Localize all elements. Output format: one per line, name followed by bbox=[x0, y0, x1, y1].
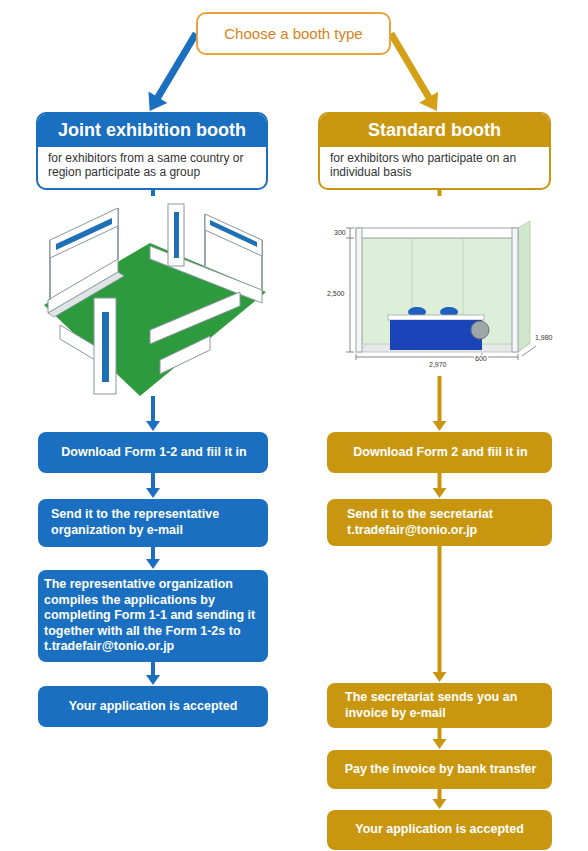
arrowhead bbox=[146, 488, 160, 498]
box-text: The secretariat sends you an invoice by … bbox=[345, 690, 546, 721]
arrowhead bbox=[419, 92, 438, 111]
dimension-tick bbox=[346, 228, 354, 229]
dimension-tick bbox=[356, 354, 357, 360]
counter bbox=[160, 336, 210, 374]
side-wall bbox=[518, 221, 530, 352]
arrowhead bbox=[433, 672, 447, 682]
tower bbox=[168, 204, 184, 266]
dimension-label: 600 bbox=[474, 355, 488, 363]
booth-title: Standard booth bbox=[320, 114, 549, 147]
end-box: Your application is accepted bbox=[327, 810, 552, 850]
flow-arrow bbox=[146, 547, 160, 569]
process-box: Pay the invoice by bank transfer bbox=[327, 750, 552, 789]
arrow-shaft bbox=[438, 473, 442, 489]
frame-post bbox=[356, 228, 362, 352]
box-text: Your application is accepted bbox=[355, 822, 524, 838]
arrowhead bbox=[148, 92, 167, 111]
flow-arrow bbox=[391, 34, 438, 112]
end-box: Your application is accepted bbox=[38, 686, 268, 727]
flow-arrow bbox=[146, 473, 160, 498]
arrow-shaft bbox=[157, 34, 196, 99]
header-panel bbox=[205, 214, 262, 256]
arrowhead bbox=[433, 421, 447, 431]
header-band bbox=[56, 218, 112, 250]
arrowhead bbox=[433, 739, 447, 749]
counter bbox=[150, 292, 240, 344]
arrowhead bbox=[146, 421, 160, 431]
tower-band bbox=[174, 212, 179, 258]
process-box: Download Form 1-2 and fiil it in bbox=[38, 432, 268, 473]
counter bbox=[390, 320, 482, 350]
arrowhead bbox=[146, 675, 160, 685]
arrow-shaft bbox=[151, 547, 155, 560]
booth-description: for exhibitors who participate on an ind… bbox=[320, 147, 549, 185]
group-header-box: Joint exhibition boothfor exhibitors fro… bbox=[36, 112, 268, 190]
sign bbox=[471, 321, 489, 339]
flow-arrow bbox=[148, 34, 196, 112]
picture-ground bbox=[36, 196, 268, 396]
counter-top bbox=[388, 315, 484, 320]
booth-title: Joint exhibition booth bbox=[38, 114, 266, 147]
joint-booth-illustration bbox=[44, 204, 266, 396]
process-box: Send it to the secretariat t.tradefair@t… bbox=[327, 499, 552, 546]
arrow-shaft bbox=[438, 728, 442, 740]
tower-band bbox=[102, 312, 109, 382]
process-box: Send it to the representative organizati… bbox=[38, 499, 268, 547]
process-box: The secretariat sends you an invoice by … bbox=[327, 683, 552, 728]
dimension-line bbox=[356, 357, 518, 358]
standard-booth-illustration bbox=[346, 221, 536, 360]
dimension-tick bbox=[346, 238, 354, 239]
frame-post bbox=[512, 228, 518, 352]
arrow-shaft bbox=[438, 546, 442, 673]
arrowhead bbox=[433, 799, 447, 809]
picture-ground bbox=[320, 196, 551, 376]
dimension-tick bbox=[346, 352, 354, 353]
box-text: Pay the invoice by bank transfer bbox=[345, 762, 537, 778]
dimension-label: 2,500 bbox=[326, 290, 346, 298]
flow-arrow bbox=[433, 789, 447, 809]
process-box: Download Form 2 and fiil it in bbox=[327, 432, 552, 473]
box-text: Download Form 1-2 and fiil it in bbox=[61, 445, 246, 461]
dimension-label: 2,970 bbox=[428, 361, 448, 369]
dimension-label: 300 bbox=[333, 229, 347, 237]
arrow-shaft bbox=[438, 789, 442, 800]
box-text: Your application is accepted bbox=[69, 699, 238, 715]
box-text: The representative organization compiles… bbox=[44, 577, 262, 655]
process-box: The representative organization compiles… bbox=[38, 570, 268, 662]
flow-arrow bbox=[433, 473, 447, 498]
box-text: Send it to the representative organizati… bbox=[51, 507, 262, 538]
start-box: Choose a booth type bbox=[196, 12, 391, 55]
floor bbox=[44, 243, 266, 396]
box-text: Choose a booth type bbox=[224, 25, 362, 42]
flow-arrow bbox=[433, 546, 447, 682]
dimension-tick bbox=[518, 354, 519, 360]
arrow-shaft bbox=[151, 662, 155, 676]
header-panel bbox=[50, 208, 118, 258]
tower bbox=[94, 298, 116, 394]
group-header-box: Standard boothfor exhibitors who partici… bbox=[318, 112, 551, 190]
arrow-shaft bbox=[151, 473, 155, 489]
dimension-line bbox=[522, 346, 536, 356]
header-band bbox=[210, 220, 257, 247]
arrowhead bbox=[146, 559, 160, 569]
dimension-lines bbox=[346, 228, 536, 360]
flow-arrow bbox=[433, 728, 447, 749]
fascia bbox=[356, 228, 518, 238]
dimension-label: 1,980 bbox=[534, 334, 554, 342]
booth-description: for exhibitors from a same country or re… bbox=[38, 147, 266, 185]
arrow-shaft bbox=[391, 34, 429, 99]
box-text: Send it to the secretariat t.tradefair@t… bbox=[347, 507, 546, 538]
flow-arrow bbox=[146, 662, 160, 685]
box-text: Download Form 2 and fiil it in bbox=[353, 445, 527, 461]
dimension-line bbox=[350, 228, 351, 352]
counter bbox=[60, 325, 95, 360]
arrowhead bbox=[433, 488, 447, 498]
